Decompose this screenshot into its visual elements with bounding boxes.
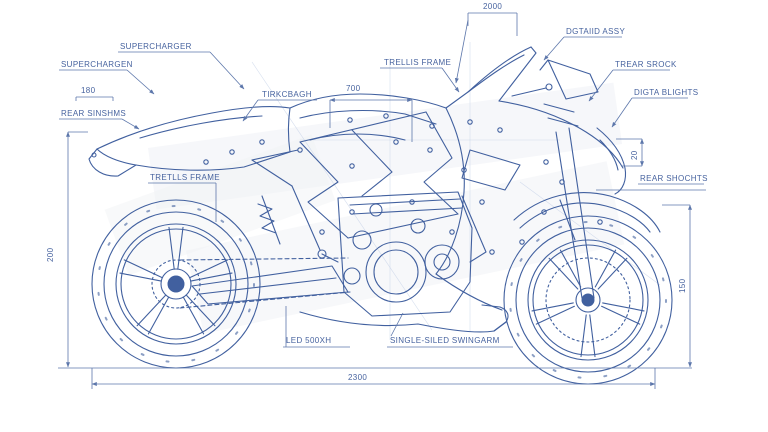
exhaust [299,304,509,333]
front-fender [513,192,661,241]
bolt-details [203,113,603,255]
dim-rear-height: 200 [46,247,55,262]
rear-wheel [91,199,261,369]
dim-tank-length: 700 [346,84,361,93]
leader-lines [59,36,706,348]
dim-screen-width: 2000 [483,2,503,11]
label-swingarm: SINGLE-SILED SWINGARM [390,336,500,345]
dim-wheelbase: 2300 [348,373,368,382]
front-fork [511,83,595,299]
swingarm-assembly [179,257,361,309]
dimension-lines [58,12,692,389]
dim-front-height: 150 [678,278,687,293]
engine-block [337,191,487,317]
front-cowl [435,46,627,311]
label-rear-shock-top: TREAR SROCK [615,60,677,69]
dim-light-height: 20 [630,150,639,160]
label-rear-suspension: REAR SINSHMS [61,109,127,118]
label-tank-bag: TIRKCBAGH [262,90,312,99]
label-detail-assy: DGTAIID ASSY [566,27,626,36]
label-digital-lights: DIGTA BLIGHTS [634,88,699,97]
rear-shock [257,195,281,245]
motorcycle-body [88,46,673,385]
watermark [104,82,625,334]
front-wheel [503,215,673,385]
label-supercharger-left: SUPERCHARGEN [61,60,133,69]
label-trellis-frame-top: TRELLIS FRAME [384,58,452,67]
dim-tail-height: 180 [81,86,96,95]
label-trellis-frame-left: TRETLLS FRAME [150,173,220,182]
label-supercharger-top: SUPERCHARGER [120,42,192,51]
tail-section [88,106,291,177]
label-led-light: LED 500XH [286,336,332,345]
trellis-frame [251,111,459,263]
label-rear-shocks-right: REAR SHOCHTS [640,174,708,183]
